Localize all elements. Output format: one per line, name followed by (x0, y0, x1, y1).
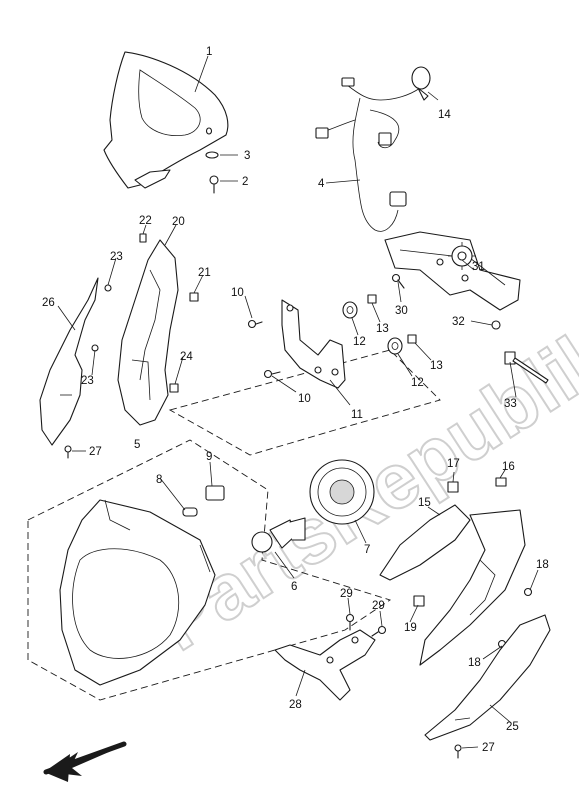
callout-27b: 27 (482, 742, 495, 754)
callout-3: 3 (244, 150, 250, 162)
callout-8: 8 (156, 474, 162, 486)
callout-17: 17 (447, 458, 460, 470)
headlight (59, 499, 216, 686)
screw-part-23a (104, 284, 112, 292)
clip-part-19 (413, 595, 425, 607)
grommet-part-12b (387, 337, 403, 355)
callout-13b: 13 (430, 360, 443, 372)
callout-15: 15 (418, 497, 431, 509)
upper-assembly-box (168, 349, 441, 456)
washer-part-3 (205, 127, 219, 159)
windscreen (103, 51, 229, 189)
side-panel-left (39, 277, 99, 446)
cover-part-7 (309, 459, 375, 525)
side-panel-right (424, 614, 551, 741)
clip-part-21 (189, 292, 199, 302)
collar-part-13b (407, 334, 417, 344)
callout-22: 22 (139, 215, 152, 227)
callout-28: 28 (289, 699, 302, 711)
clip-part-16 (495, 477, 507, 487)
callout-21: 21 (198, 267, 211, 279)
callout-19: 19 (404, 622, 417, 634)
callout-4: 4 (318, 178, 325, 190)
screw-part-18a (523, 587, 533, 597)
bolt-part-33 (504, 351, 549, 384)
callout-12b: 12 (411, 377, 424, 389)
callout-20: 20 (172, 216, 185, 228)
callout-12a: 12 (353, 336, 366, 348)
callout-16: 16 (502, 461, 515, 473)
callout-23a: 23 (110, 251, 123, 263)
callout-5: 5 (134, 439, 140, 451)
callout-13a: 13 (376, 323, 389, 335)
callout-32: 32 (452, 316, 465, 328)
callout-25: 25 (506, 721, 519, 733)
callout-27a: 27 (89, 446, 102, 458)
bolt-part-2 (209, 175, 219, 194)
screw-part-22 (139, 233, 147, 243)
cowling-bracket-15 (379, 504, 471, 581)
collar-part-13a (367, 294, 377, 304)
clip-part-17 (447, 481, 459, 493)
callout-1: 1 (206, 46, 212, 58)
socket-part-9 (205, 485, 225, 501)
callout-18b: 18 (468, 657, 481, 669)
grommet-part-12a (342, 301, 358, 319)
callout-24: 24 (180, 351, 193, 363)
callout-33: 33 (504, 398, 517, 410)
lower-bracket (274, 629, 376, 701)
clip-part-24 (169, 383, 179, 393)
headlight-assembly-box (27, 439, 392, 701)
screw-part-27-left (64, 445, 72, 459)
bolt-part-30 (391, 273, 405, 289)
callout-labels: 1 2 3 4 5 6 7 8 9 10 10 11 12 12 13 13 1… (42, 46, 549, 754)
screw-part-27-right (454, 744, 462, 759)
direction-arrow-icon (43, 741, 127, 782)
side-cowling-right (419, 509, 526, 666)
callout-2: 2 (242, 176, 248, 188)
bolt-part-10b (263, 369, 281, 379)
inner-panel (117, 239, 179, 426)
callout-10b: 10 (298, 393, 311, 405)
callout-9: 9 (206, 451, 212, 463)
callout-10a: 10 (231, 287, 244, 299)
callout-7: 7 (364, 544, 370, 556)
callout-18a: 18 (536, 559, 549, 571)
callout-11: 11 (351, 409, 363, 421)
bolt-part-10a (247, 319, 263, 329)
leader-lines (57, 55, 539, 749)
headlight-bracket (281, 299, 346, 389)
callout-14: 14 (438, 109, 451, 121)
callout-23b: 23 (81, 375, 94, 387)
bulb-part-6 (251, 517, 306, 553)
callout-30: 30 (395, 305, 408, 317)
bolt-part-32 (491, 320, 501, 330)
band-part-14 (411, 66, 431, 101)
bolt-part-29a (345, 613, 355, 631)
bolt-part-29b (371, 625, 387, 637)
callout-29a: 29 (340, 588, 353, 600)
stay-bracket (384, 231, 521, 311)
callout-6: 6 (291, 581, 297, 593)
callout-29b: 29 (372, 600, 385, 612)
wire-harness (315, 77, 421, 232)
gear-icon (448, 242, 476, 270)
callout-26: 26 (42, 297, 55, 309)
bulb-part-8 (182, 507, 198, 517)
callout-31: 31 (472, 261, 485, 273)
